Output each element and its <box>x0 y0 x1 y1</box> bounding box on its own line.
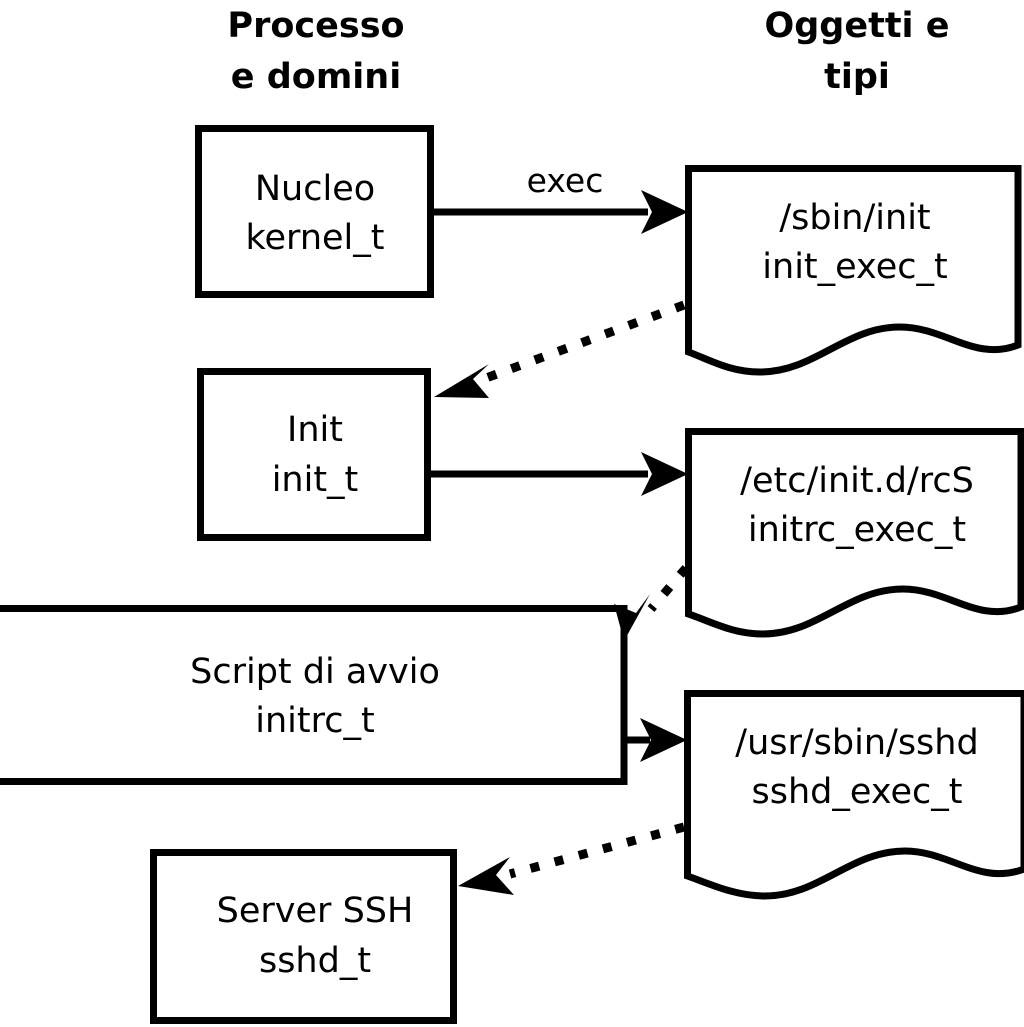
column-header-processes-line1: Processo <box>227 6 404 46</box>
edge-initrc-exec-to-initrc <box>614 565 690 641</box>
node-sshd-line2: sshd_t <box>259 941 371 981</box>
node-init-line1: Init <box>287 410 343 450</box>
node-initrc-exec-document[interactable] <box>685 428 1024 638</box>
node-init-box[interactable] <box>197 368 431 541</box>
node-sshd-exec[interactable]: /usr/sbin/sshd sshd_exec_t <box>684 690 1024 900</box>
node-kernel-line2: kernel_t <box>246 218 385 258</box>
node-init-exec-line1: /sbin/init <box>779 198 930 238</box>
node-kernel-line1: Nucleo <box>255 169 375 209</box>
edge-init-exec-to-init-line <box>476 300 686 386</box>
edge-init-exec-to-init-arrowhead <box>434 364 489 398</box>
column-header-objects-line1: Oggetti e <box>765 6 950 46</box>
node-init-exec-document[interactable] <box>685 165 1022 376</box>
node-initrc-box[interactable] <box>0 605 628 785</box>
node-sshd[interactable]: Server SSH sshd_t <box>150 849 457 1024</box>
column-header-processes-line2: e domini <box>231 57 401 97</box>
node-kernel-box[interactable] <box>195 125 434 298</box>
edge-init-to-initrc-exec <box>430 452 688 496</box>
column-header-objects: Oggetti e tipi <box>765 6 950 97</box>
node-sshd-box[interactable] <box>150 849 457 1024</box>
node-sshd-exec-line2: sshd_exec_t <box>752 772 963 812</box>
edge-init-to-initrc-exec-arrowhead <box>641 452 688 496</box>
node-initrc-exec-line1: /etc/init.d/rcS <box>740 461 974 501</box>
edge-initrc-exec-to-initrc-line <box>647 565 690 612</box>
edge-initrc-to-sshd-exec <box>624 718 687 762</box>
node-init-line2: init_t <box>272 460 359 500</box>
edge-sshd-exec-to-sshd-line <box>508 822 686 879</box>
column-header-objects-line2: tipi <box>824 57 890 97</box>
column-header-processes: Processo e domini <box>227 6 404 97</box>
edge-kernel-to-init-exec-arrowhead <box>641 190 688 234</box>
node-initrc-line1: Script di avvio <box>190 652 440 692</box>
edge-initrc-to-sshd-exec-arrowhead <box>640 718 687 762</box>
node-init[interactable]: Init init_t <box>197 368 431 541</box>
edge-sshd-exec-to-sshd <box>458 822 686 895</box>
edge-initrc-exec-to-initrc-arrowhead <box>614 594 650 641</box>
edge-init-exec-to-init <box>434 300 686 398</box>
node-initrc-exec-line2: initrc_exec_t <box>748 510 966 550</box>
node-sshd-exec-line1: /usr/sbin/sshd <box>735 723 978 763</box>
node-kernel[interactable]: Nucleo kernel_t <box>195 125 434 298</box>
edge-sshd-exec-to-sshd-arrowhead <box>458 857 514 895</box>
node-initrc-exec[interactable]: /etc/init.d/rcS initrc_exec_t <box>685 428 1024 638</box>
node-sshd-exec-document[interactable] <box>684 690 1024 900</box>
edge-kernel-to-init-exec: exec <box>432 161 688 234</box>
edge-label-exec: exec <box>527 161 604 200</box>
node-init-exec-line2: init_exec_t <box>762 247 947 287</box>
node-init-exec[interactable]: /sbin/init init_exec_t <box>685 165 1022 376</box>
node-sshd-line1: Server SSH <box>217 891 414 931</box>
node-initrc-line2: initrc_t <box>255 701 374 741</box>
node-initrc[interactable]: Script di avvio initrc_t <box>0 605 628 785</box>
